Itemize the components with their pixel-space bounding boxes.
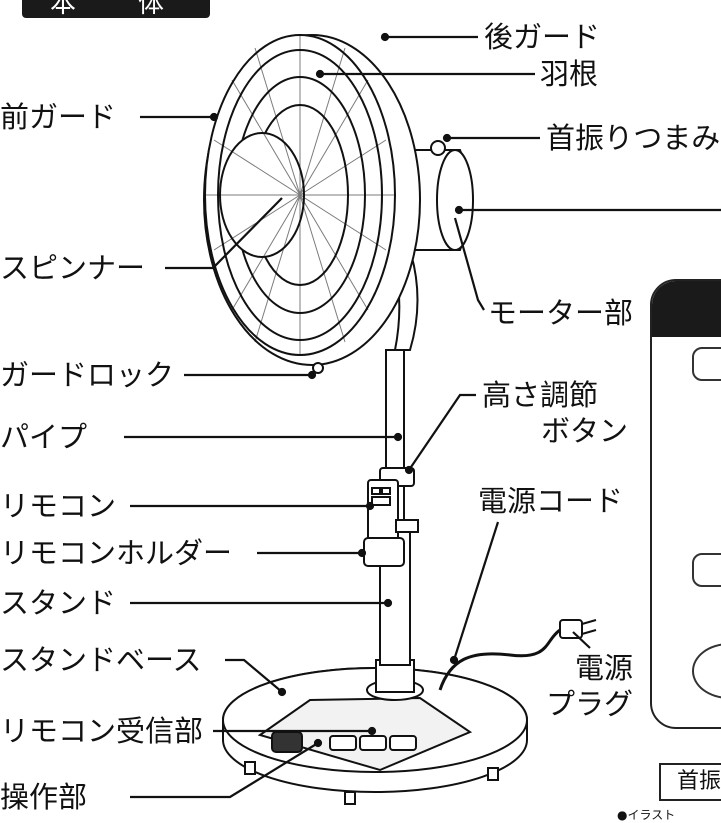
- label-remote: リモコン: [0, 489, 117, 523]
- label-blade: 羽根: [540, 57, 599, 91]
- label-front-guard: 前ガード: [0, 100, 117, 134]
- label-height-button-1: 高さ調節: [482, 378, 599, 412]
- remote-holder-shape: [363, 537, 405, 567]
- control-panel-shape: [257, 696, 473, 772]
- label-motor: モーター部: [488, 296, 634, 330]
- label-guard-lock: ガードロック: [0, 358, 175, 392]
- label-remote-holder: リモコンホルダー: [0, 536, 233, 570]
- label-oscillation-knob: 首振りつまみ: [546, 121, 721, 155]
- section-title: 本 体: [22, 0, 210, 18]
- label-stand: スタンド: [0, 586, 117, 620]
- inset-panel: [650, 279, 721, 729]
- label-control-panel: 操作部: [0, 780, 88, 814]
- inset-pill-bottom: [692, 553, 721, 587]
- footnote: ●イラスト: [617, 808, 676, 822]
- label-height-button-2: ボタン: [541, 414, 629, 448]
- label-stand-base: スタンドベース: [0, 643, 202, 677]
- label-rear-guard: 後ガード: [484, 20, 601, 54]
- label-power-plug-2: プラグ: [546, 687, 634, 721]
- label-remote-receiver: リモコン受信部: [0, 714, 204, 748]
- power-cord-shape: [438, 628, 575, 691]
- inset-caption: 首振: [659, 763, 721, 801]
- label-pipe: パイプ: [0, 420, 88, 454]
- label-spinner: スピンナー: [0, 251, 146, 285]
- inset-round-shape: [692, 643, 721, 699]
- power-button: [271, 731, 303, 753]
- guard-lock-shape: [312, 362, 324, 374]
- inset-pill-top: [692, 347, 721, 381]
- power-plug-shape: [559, 619, 583, 639]
- label-power-plug-1: 電源: [575, 651, 634, 685]
- label-power-cord: 電源コード: [478, 484, 624, 518]
- inset-header-bar: [652, 281, 721, 337]
- oscillation-knob-shape: [430, 140, 446, 156]
